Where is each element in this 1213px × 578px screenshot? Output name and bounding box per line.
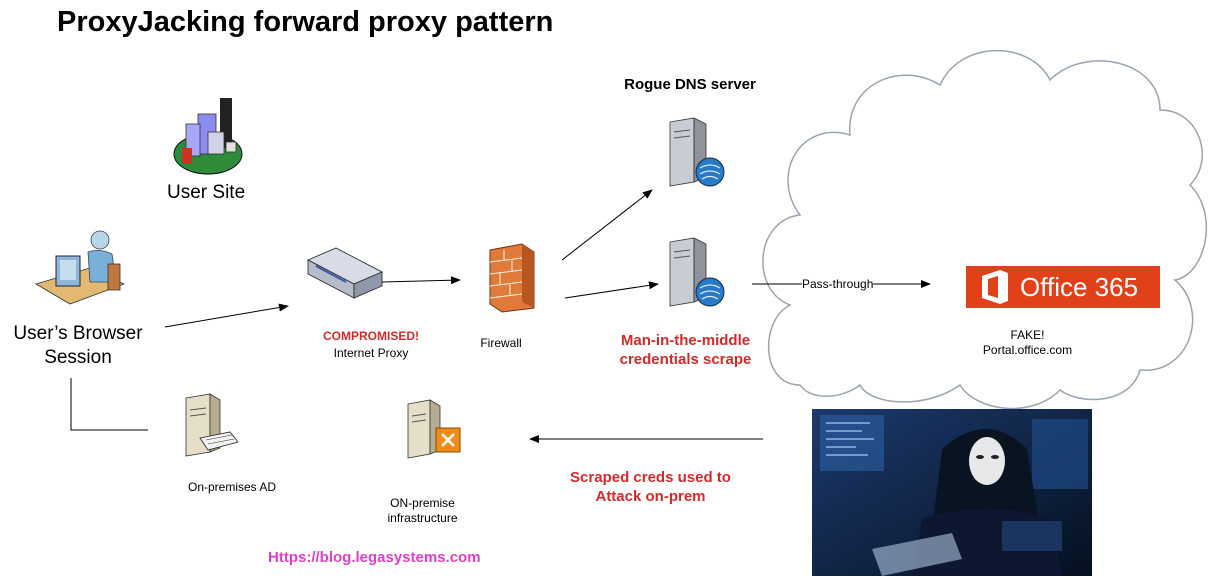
server-icon (185, 393, 239, 457)
onprem-ad-label: On-premises AD (187, 480, 277, 494)
server-icon (407, 399, 461, 459)
onprem-infra-label: ON-premise infrastructure (387, 496, 458, 525)
network-appliance-icon (307, 247, 383, 299)
firewall-label: Firewall (480, 336, 522, 350)
proxy-status-label: COMPROMISED! (323, 329, 419, 343)
source-url[interactable]: Https://blog.legasystems.com (268, 549, 481, 566)
office-icon (982, 270, 1008, 304)
hacker-illustration (812, 409, 1092, 576)
buildings-icon (173, 98, 243, 175)
user-session-label: User’s Browser Session (13, 323, 143, 368)
server-icon (669, 117, 725, 187)
pass-through-label: Pass-through (802, 277, 874, 291)
office365-brand: Office 365 (1020, 272, 1139, 302)
diagram-title: ProxyJacking forward proxy pattern (57, 6, 554, 38)
rogue-dns-label: Rogue DNS server (624, 76, 756, 93)
firewall-icon (489, 243, 535, 313)
hacker-photo (812, 409, 1092, 576)
internet-cloud (762, 49, 1207, 410)
fake-portal-label: FAKE! Portal.office.com (982, 328, 1073, 357)
server-icon (669, 237, 725, 307)
user-at-computer-icon (35, 230, 126, 305)
scraped-creds-label: Scraped creds used to Attack on-prem (570, 469, 731, 505)
user-site-label: User Site (167, 182, 246, 203)
mitm-label: Man-in-the-middle credentials scrape (619, 332, 752, 368)
proxy-label: Internet Proxy (333, 346, 409, 360)
office365-logo: Office 365 (966, 266, 1160, 308)
